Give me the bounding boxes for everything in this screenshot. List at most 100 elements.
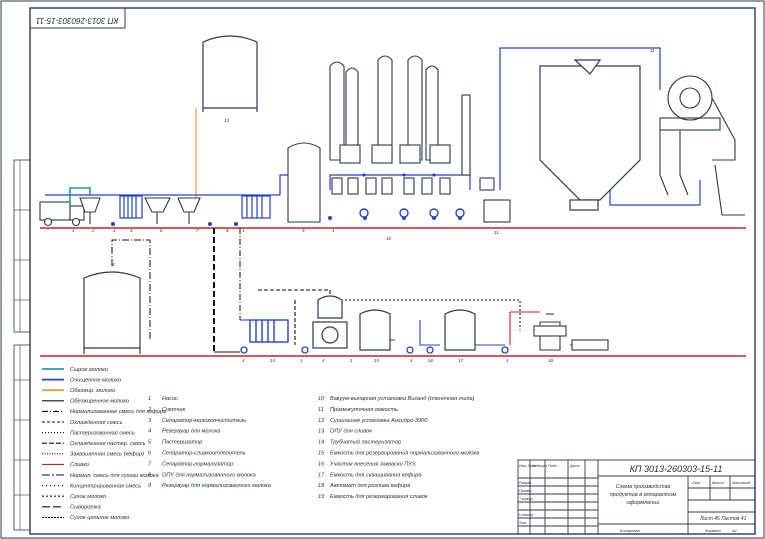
equipment-name: ОПУ для нормализованного молока (162, 472, 256, 478)
equipment-number: 13 (318, 429, 325, 435)
equipment-number: 2 (147, 407, 152, 413)
equipment-name: Насос (162, 396, 178, 402)
equipment-number: 4 (148, 429, 151, 435)
valves-bottom (240, 346, 509, 354)
bottom-row-numbers: 1 14 1 4 1 15 1 16 17 1 18 (242, 358, 554, 363)
equipment-name: Сепаратор-нормализатор (162, 461, 233, 467)
tubular-pasteurizer-14 (249, 319, 289, 343)
legend-label: Нормализованная смесь для кефира (70, 409, 166, 415)
svg-text:8: 8 (226, 228, 229, 233)
svg-text:1: 1 (72, 228, 75, 233)
svg-text:1: 1 (410, 358, 413, 363)
equipment-name: Счетчик (162, 407, 186, 413)
title-block-row-label: Т.контр. (519, 497, 534, 501)
svg-text:1: 1 (350, 358, 353, 363)
title-block-row-label: Дата (569, 464, 579, 468)
legend-label: Сливки (70, 462, 89, 468)
title-block-row-label: Изм. Лист (519, 464, 537, 468)
lit-label: Лит. (691, 480, 701, 485)
tag-tank-13: 13 (224, 118, 230, 123)
valves-top (111, 216, 462, 226)
pump-lower (312, 295, 348, 349)
legend-label: Сыворотка (70, 505, 101, 511)
evaporator-pumps (359, 208, 465, 218)
svg-text:3: 3 (130, 228, 133, 233)
equipment-number: 14 (318, 440, 324, 446)
storage-tank-13 (202, 35, 258, 112)
equipment-number: 6 (148, 451, 152, 457)
tank-4-lower (83, 271, 141, 354)
legend-label: Сухое молоко (70, 494, 106, 500)
tag-tank-4: 4 (112, 262, 115, 267)
equipment-name: Емкость для сквашивания кефира (330, 472, 422, 478)
pipe-fittings (362, 173, 436, 177)
equipment-name: Емкость для резервирования нормализованн… (330, 451, 479, 457)
milk-truck (39, 201, 85, 227)
svg-text:6: 6 (160, 228, 163, 233)
copied-label: Копировал (620, 528, 641, 533)
equipment-name: Трубчатый пастеризатор (330, 439, 401, 446)
equipment-name: Сушильная установка Ангидро-3900 (330, 418, 428, 424)
title-block-row-label: Утв. (519, 521, 527, 525)
title-block-row-label: № докум. (532, 464, 548, 468)
equipment-name: Емкость для резервирования сливок (330, 494, 428, 500)
svg-text:2: 2 (91, 228, 95, 233)
format-label: Формат (705, 528, 722, 533)
svg-text:7: 7 (196, 228, 199, 233)
legend-label: Сырое молоко (70, 367, 108, 373)
equipment-number: 8 (148, 472, 152, 478)
top-row-numbers: 1 2 1 3 6 7 8 1 9 1 10 11 (72, 228, 499, 241)
cyclones-and-fan (659, 75, 745, 216)
svg-text:14: 14 (270, 358, 276, 363)
legend-label: Концентрированная смесь (70, 483, 141, 489)
equipment-number: 18 (318, 483, 325, 489)
equipment-name: Автомат для розлива кефира (329, 483, 410, 489)
drawing-code: КП 3013-260303-15-11 (630, 464, 723, 474)
equipment-number: 19 (318, 494, 324, 500)
title-block (517, 459, 756, 535)
tank-15 (359, 309, 391, 351)
svg-text:9: 9 (302, 228, 305, 233)
svg-text:1: 1 (332, 228, 335, 233)
legend-label: Нормал. смесь для сухого молока (70, 473, 159, 479)
drawing-title-line-2: продуктов в аппаратном (610, 492, 677, 498)
equipment-name: Промежуточная емкость (330, 407, 398, 413)
legend-label: Пастеризованная смесь (70, 430, 135, 436)
equipment-number: 1 (148, 396, 151, 402)
equipment-number: 17 (318, 472, 325, 478)
plate-pasteurizer-top (119, 195, 271, 219)
tag-hopper-11: 11 (650, 48, 655, 53)
svg-text:16: 16 (428, 358, 434, 363)
equipment-name: Пастеризатор (162, 440, 202, 446)
svg-text:10: 10 (386, 236, 392, 241)
equipment-number: 9 (148, 483, 151, 489)
equipment-name: Вакуум-выпарная установка Виганд (пленоч… (330, 396, 475, 402)
drawing-code-upside-down: КП 3013-260303-15-11 (36, 16, 118, 25)
equipment-number: 12 (318, 418, 325, 424)
scale-label: Масштаб (732, 480, 751, 485)
title-block-row-label: Подп. (548, 464, 558, 468)
equipment-name: Участок внесения закваски ПУS (329, 461, 416, 467)
equipment-name: Сепаратор-сливкоотделитель (162, 451, 246, 457)
svg-text:1: 1 (300, 358, 303, 363)
format-value: А2 (731, 528, 738, 533)
equipment-name: Сепаратор-молокоочиститель (162, 418, 246, 424)
legend-label: Охлажденная пастер. смесь (70, 441, 146, 447)
raw-milk-pipe (69, 187, 91, 205)
svg-text:17: 17 (458, 358, 464, 363)
equipment-name: Резервуар для молока (162, 429, 220, 435)
drawing-title-line-1: Схема производства (616, 484, 671, 490)
legend-label: Очищенное молоко (70, 377, 121, 383)
svg-text:18: 18 (548, 358, 554, 363)
tank-9 (287, 142, 321, 223)
legend-label: Охлажденная смесь (70, 420, 123, 426)
svg-text:1: 1 (506, 358, 509, 363)
sheet-info: Лист 45 Листов 41 (699, 516, 747, 522)
equipment-number: 7 (148, 461, 152, 467)
equipment-name: ОПУ для сливок (330, 429, 372, 435)
title-block-row-label: Провер. (519, 489, 532, 493)
